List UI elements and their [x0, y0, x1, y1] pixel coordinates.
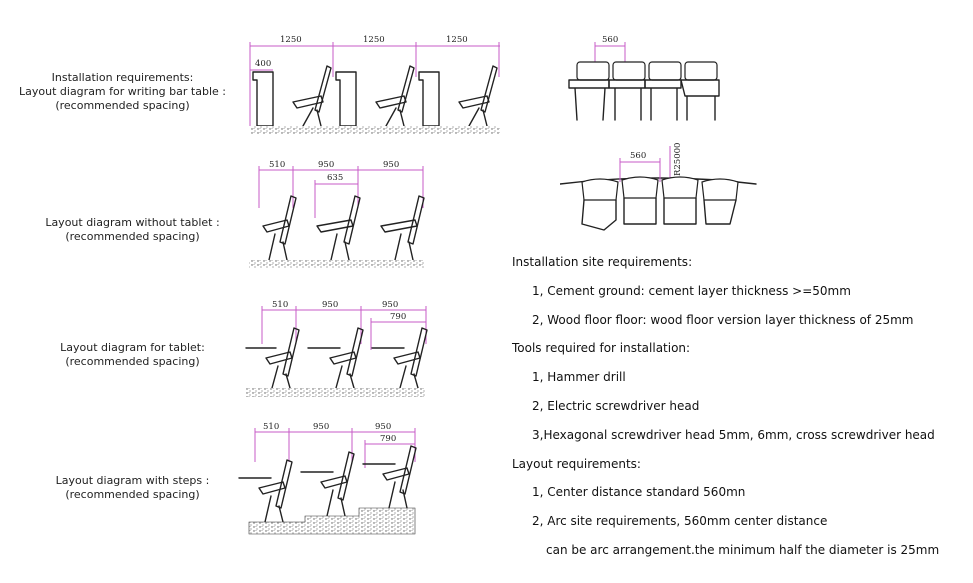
no-tablet-layout-diagram: 510 950 950 635: [249, 160, 425, 268]
dim-span: 1250: [280, 35, 302, 45]
caption-line: (recommended spacing): [65, 230, 200, 243]
dim-inner: 790: [390, 312, 406, 322]
caption-no-tablet: Layout diagram without tablet : (recomme…: [20, 216, 245, 244]
chair-top-view: [701, 178, 739, 225]
dim-span: 950: [318, 160, 334, 170]
caption-steps: Layout diagram with steps : (recommended…: [20, 474, 245, 502]
chair-side-view: [292, 65, 332, 127]
dim-table: 400: [255, 59, 271, 69]
notes-item: 2, Arc site requirements, 560mm center d…: [532, 514, 828, 529]
ground: [249, 260, 425, 268]
chair-front-view: [680, 61, 720, 121]
dim-span: 950: [375, 422, 391, 432]
dim-span: 950: [322, 300, 338, 310]
ground: [250, 126, 500, 134]
caption-line: Layout diagram with steps :: [55, 474, 210, 487]
chair-front-view: [568, 61, 610, 121]
dim-inner: 635: [327, 173, 343, 183]
dim-span: 510: [269, 160, 285, 170]
dim-center: 560: [602, 35, 618, 45]
notes-item: 3,Hexagonal screwdriver head 5mm, 6mm, c…: [532, 427, 935, 442]
caption-writing-bar: Installation requirements: Layout diagra…: [10, 71, 235, 113]
dim-span: 950: [383, 160, 399, 170]
caption-line: (recommended spacing): [65, 355, 200, 368]
chair-side-view: [380, 195, 425, 261]
dim-span: 510: [263, 422, 279, 432]
chair-side-view: [458, 65, 498, 127]
notes-heading: Layout requirements:: [512, 456, 641, 471]
caption-line: Layout diagram without tablet :: [45, 216, 220, 229]
stepped-ground: [248, 507, 416, 535]
front-row-diagram: 560: [568, 35, 720, 121]
ground: [246, 388, 426, 397]
caption-line: (recommended spacing): [55, 99, 190, 112]
dim-span: 1250: [446, 35, 468, 45]
dim-height: 780: [245, 94, 247, 110]
chair-front-view: [644, 61, 682, 121]
chair-with-tablet: [371, 327, 428, 389]
chair-top-view: [581, 178, 619, 231]
notes-item: can be arc arrangement.the minimum half …: [546, 543, 940, 557]
dim-radius: R25000: [673, 143, 683, 176]
tablet-layout-diagram: 510 950 950 790: [245, 300, 428, 397]
steps-layout-diagram: 510 950 950 790: [238, 422, 417, 535]
notes-item: 2, Wood floor floor: wood floor version …: [532, 312, 914, 327]
chair-with-tablet: [238, 459, 293, 523]
dim-span: 1250: [363, 35, 385, 45]
chair-with-tablet: [362, 445, 417, 509]
chair-side-view: [375, 65, 415, 127]
caption-line: Layout diagram for writing bar table :: [19, 85, 226, 98]
chair-top-view: [661, 176, 699, 225]
dim-span: 950: [313, 422, 329, 432]
chair-side-view: [262, 195, 297, 261]
caption-line: Installation requirements:: [51, 71, 194, 84]
caption-tablet: Layout diagram for tablet: (recommended …: [20, 341, 245, 369]
chair-side-view: [316, 195, 361, 261]
dim-inner: 790: [380, 434, 396, 444]
notes-item: 2, Electric screwdriver head: [532, 399, 700, 413]
chair-with-tablet: [300, 451, 355, 517]
chair-front-view: [608, 61, 646, 121]
chair-top-view: [621, 176, 659, 225]
caption-line: Layout diagram for tablet:: [60, 341, 205, 354]
notes-heading: Installation site requirements:: [512, 255, 693, 269]
notes-item: 1, Hammer drill: [532, 370, 626, 385]
chair-with-tablet: [245, 327, 300, 389]
arc-row-diagram: 560 R25000: [560, 143, 757, 231]
notes-item: 1, Center distance standard 560mn: [532, 485, 746, 500]
caption-line: (recommended spacing): [65, 488, 200, 501]
dim-center: 560: [630, 151, 646, 161]
chair-with-tablet: [307, 327, 364, 389]
notes-item: 1, Cement ground: cement layer thickness…: [532, 283, 851, 298]
dim-span: 510: [272, 300, 288, 310]
notes-heading: Tools required for installation:: [512, 341, 691, 356]
dim-span: 950: [382, 300, 398, 310]
writing-bar-layout-diagram: 1250 1250 1250 400 780: [245, 35, 500, 134]
